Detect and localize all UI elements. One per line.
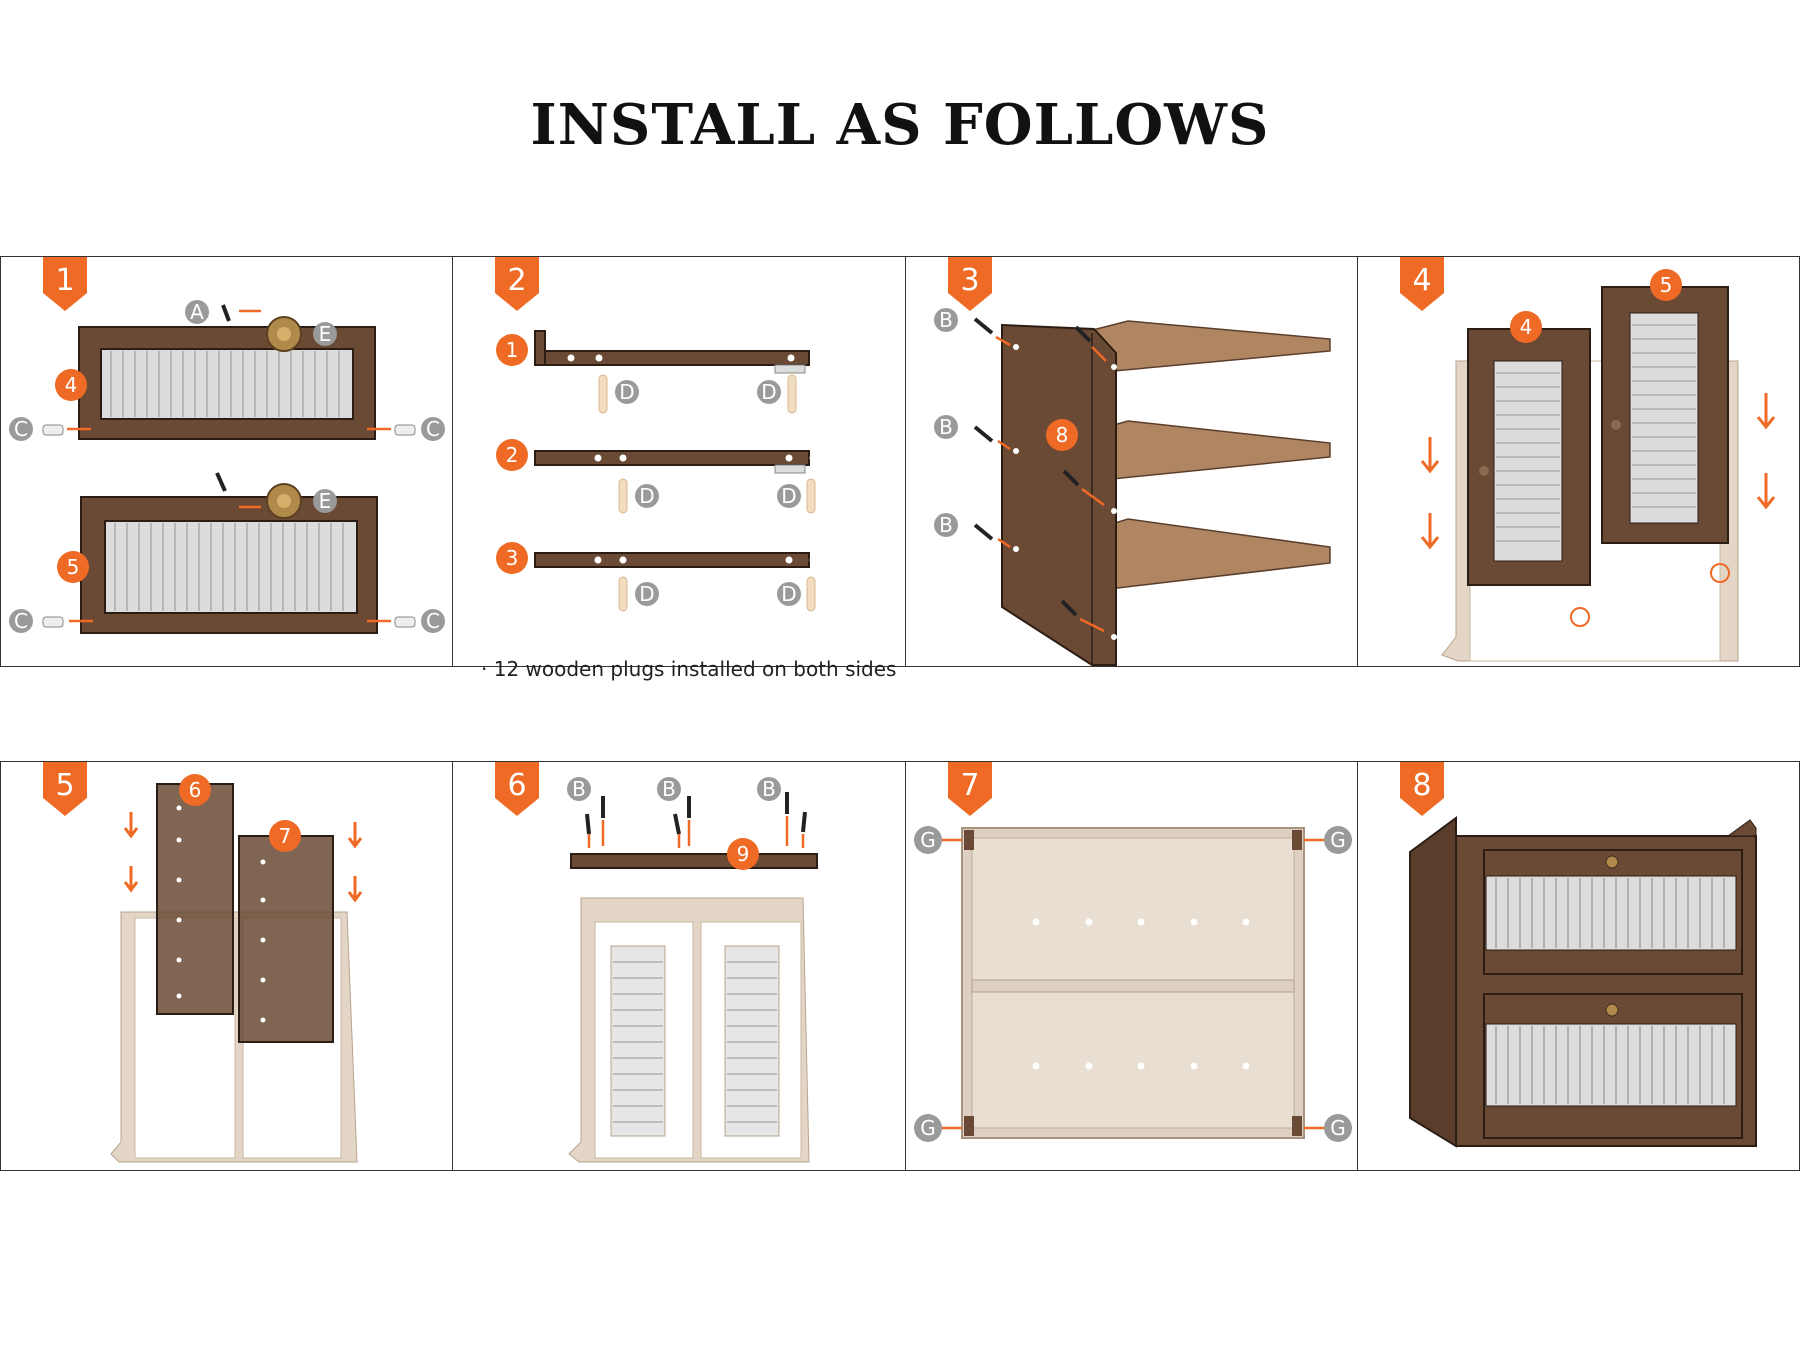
step-badge: 2 (495, 257, 539, 311)
step-4-diagram: 4 5 (1420, 269, 1776, 662)
step-3-diagram: B B B 8 (934, 308, 1331, 666)
part-label-b: B (939, 415, 953, 439)
part-label-6: 6 (189, 778, 202, 802)
step-badge: 6 (495, 762, 539, 816)
step-number: 5 (55, 768, 75, 803)
part-label-e: E (319, 489, 332, 513)
part-label-d: D (781, 582, 796, 606)
step-7-panel: G G G G 7 (905, 761, 1358, 1171)
step-number: 4 (1412, 263, 1432, 298)
step-badge: 5 (43, 762, 87, 816)
step-badge: 7 (948, 762, 992, 816)
step-badge: 1 (43, 257, 87, 311)
part-label-5: 5 (67, 555, 80, 579)
step-number: 2 (507, 263, 527, 298)
part-label-2: 2 (506, 443, 519, 467)
part-label-b: B (939, 513, 953, 537)
part-label-d: D (781, 484, 796, 508)
step-2-panel: 1 2 3 D D D D D D 2 · 12 wooden plugs in… (452, 256, 906, 681)
part-label-d: D (761, 380, 776, 404)
part-label-3: 3 (506, 546, 519, 570)
step-number: 1 (55, 263, 75, 298)
step-6-diagram: B B B 9 (567, 777, 818, 1163)
part-label-7: 7 (279, 824, 292, 848)
part-label-1: 1 (506, 338, 519, 362)
part-label-b: B (662, 777, 676, 801)
part-label-4: 4 (1520, 315, 1533, 339)
step-1-diagram: A E E C C C C 4 5 (9, 300, 445, 634)
part-label-d: D (639, 582, 654, 606)
step-number: 8 (1412, 768, 1432, 803)
page-title: INSTALL AS FOLLOWS (530, 92, 1270, 158)
part-label-b: B (572, 777, 586, 801)
step-2-diagram: 1 2 3 D D D D D D (496, 330, 821, 612)
part-label-c: C (14, 417, 28, 441)
part-label-g: G (920, 828, 936, 852)
part-label-4: 4 (65, 373, 78, 397)
part-label-d: D (619, 380, 634, 404)
part-label-d: D (639, 484, 654, 508)
step-7-diagram: G G G G (914, 826, 1352, 1142)
part-label-g: G (920, 1116, 936, 1140)
step-number: 6 (507, 768, 527, 803)
part-label-b: B (939, 308, 953, 332)
part-label-b: B (762, 777, 776, 801)
step-4-panel: 4 5 4 (1357, 256, 1800, 667)
step-badge: 8 (1400, 762, 1444, 816)
step-5-panel: 6 7 5 (0, 761, 453, 1171)
part-label-c: C (14, 609, 28, 633)
part-label-5: 5 (1660, 273, 1673, 297)
step-badge: 3 (948, 257, 992, 311)
part-label-c: C (426, 417, 440, 441)
step-badge: 4 (1400, 257, 1444, 311)
step-6-panel: B B B 9 6 (452, 761, 906, 1171)
part-label-a: A (190, 300, 204, 324)
step-2-note: · 12 wooden plugs installed on both side… (481, 657, 897, 681)
step-1-panel: A E E C C C C 4 5 1 (0, 256, 453, 667)
part-label-g: G (1330, 1116, 1346, 1140)
part-label-9: 9 (737, 842, 750, 866)
part-label-c: C (426, 609, 440, 633)
part-label-e: E (319, 322, 332, 346)
step-8-diagram (1409, 816, 1757, 1148)
step-number: 3 (960, 263, 980, 298)
step-5-diagram: 6 7 (110, 774, 363, 1163)
step-3-panel: B B B 8 3 (905, 256, 1358, 667)
step-number: 7 (960, 768, 980, 803)
part-label-g: G (1330, 828, 1346, 852)
step-8-panel: 8 (1357, 761, 1800, 1171)
part-label-8: 8 (1056, 423, 1069, 447)
